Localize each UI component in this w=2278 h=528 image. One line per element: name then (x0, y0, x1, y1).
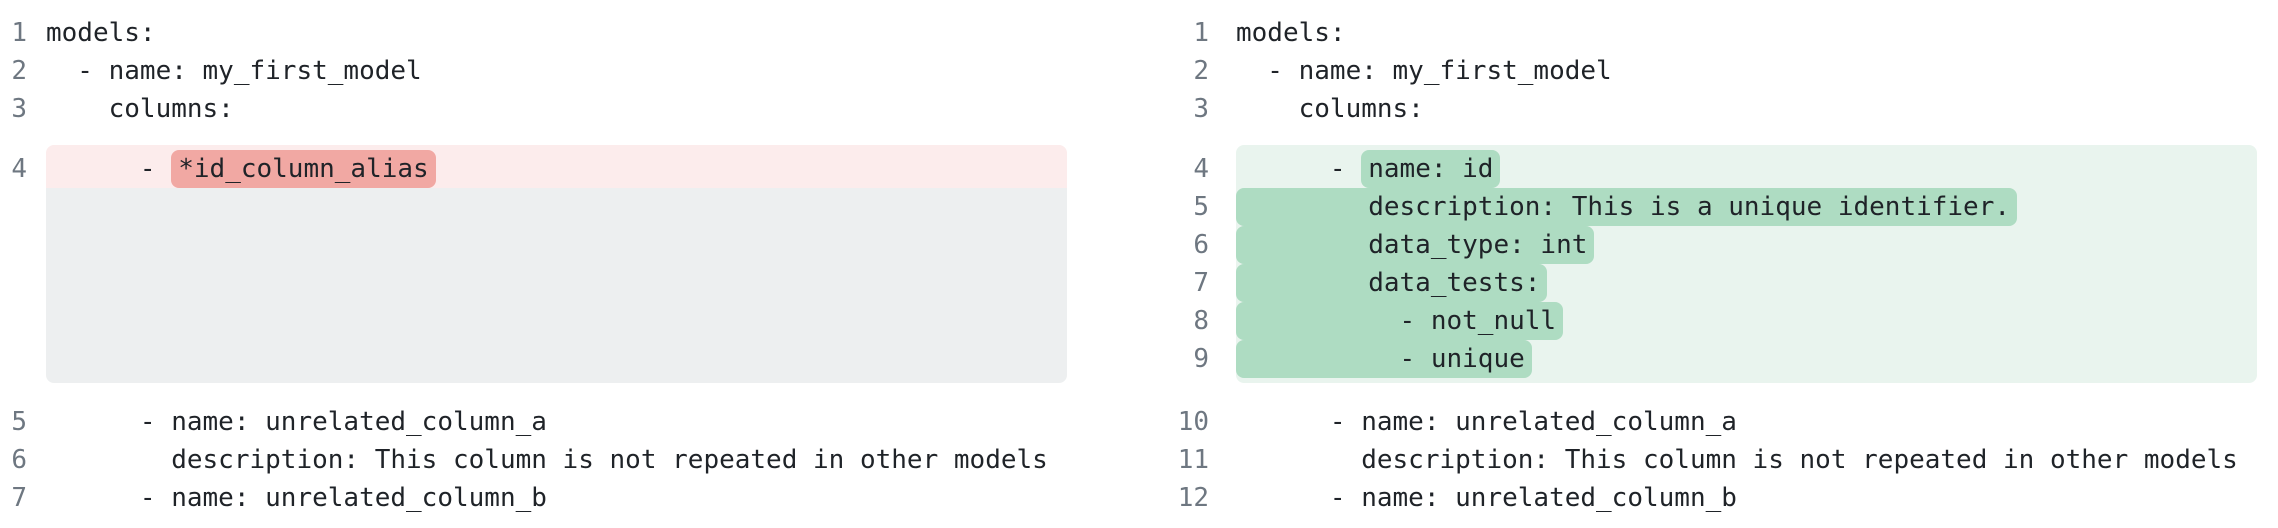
code-text: columns: (1236, 94, 1424, 124)
code-line: 1 models: (1139, 14, 2278, 52)
line-number: 2 (1193, 56, 1209, 86)
line-number: 4 (11, 154, 27, 184)
code-line: 7 - name: unrelated_column_b (0, 479, 1067, 517)
line-number: 6 (1193, 230, 1209, 260)
line-number: 9 (1193, 344, 1209, 374)
code-text: - name: my_first_model (1236, 56, 1612, 86)
code-text: data_type: int (1236, 226, 2257, 264)
code-text: - unique (1236, 340, 2257, 383)
diff-token-added: description: This is a unique identifier… (1236, 188, 2018, 226)
code-line: 1 models: (0, 14, 1067, 52)
code-line: 3 columns: (0, 90, 1067, 128)
diff-token-added: data_tests: (1236, 264, 1548, 302)
line-number: 7 (1193, 268, 1209, 298)
code-line: 12 - name: unrelated_column_b (1139, 479, 2278, 517)
diff-token-removed: *id_column_alias (171, 150, 436, 188)
line-number: 5 (11, 407, 27, 437)
code-text: description: This column is not repeated… (46, 445, 1048, 475)
code-line: 7 data_tests: (1139, 264, 2278, 302)
diff-token-added: data_type: int (1236, 226, 1595, 264)
code-line: 4 - *id_column_alias (0, 145, 1067, 188)
line-number: 5 (1193, 192, 1209, 222)
spacer-row (0, 188, 1067, 383)
code-text: data_tests: (1236, 264, 2257, 302)
diff-token-added: name: id (1361, 150, 1501, 188)
diff-token-added: - not_null (1236, 302, 1564, 340)
line-number: 4 (1193, 154, 1209, 184)
code-line: 6 data_type: int (1139, 226, 2278, 264)
line-number: 10 (1177, 407, 1209, 437)
code-line: 10 - name: unrelated_column_a (1139, 403, 2278, 441)
code-line: 2 - name: my_first_model (0, 52, 1067, 90)
line-number: 2 (11, 56, 27, 86)
code-text: - name: unrelated_column_b (1236, 483, 1737, 513)
line-number: 8 (1193, 306, 1209, 336)
code-text: description: This is a unique identifier… (1236, 188, 2257, 226)
code-line: 5 - name: unrelated_column_a (0, 403, 1067, 441)
code-text: - name: unrelated_column_b (46, 483, 547, 513)
code-line: 2 - name: my_first_model (1139, 52, 2278, 90)
code-text: - name: unrelated_column_a (46, 407, 547, 437)
code-text: - *id_column_alias (46, 145, 1067, 188)
code-text: description: This column is not repeated… (1236, 445, 2238, 475)
code-line: 9 - unique (1139, 340, 2278, 383)
code-text: models: (46, 18, 156, 48)
line-number: 3 (11, 94, 27, 124)
code-line: 5 description: This is a unique identifi… (1139, 188, 2278, 226)
line-number: 11 (1177, 445, 1209, 475)
code-line: 3 columns: (1139, 90, 2278, 128)
code-text: models: (1236, 18, 1346, 48)
code-line: 6 description: This column is not repeat… (0, 441, 1067, 479)
line-number: 1 (1193, 18, 1209, 48)
collapsed-lines-spacer (46, 188, 1067, 383)
line-number: 7 (11, 483, 27, 513)
line-number: 12 (1177, 483, 1209, 513)
code-line: 8 - not_null (1139, 302, 2278, 340)
code-line: 4 - name: id (1139, 145, 2278, 188)
code-text: - not_null (1236, 302, 2257, 340)
diff-token-added: - unique (1236, 340, 1532, 378)
code-text: - name: my_first_model (46, 56, 422, 86)
line-number (0, 188, 46, 383)
line-number: 6 (11, 445, 27, 475)
code-text: - name: id (1236, 145, 2257, 188)
line-number: 3 (1193, 94, 1209, 124)
code-text: - name: unrelated_column_a (1236, 407, 1737, 437)
line-number: 1 (11, 18, 27, 48)
code-text: columns: (46, 94, 234, 124)
code-line: 11 description: This column is not repea… (1139, 441, 2278, 479)
